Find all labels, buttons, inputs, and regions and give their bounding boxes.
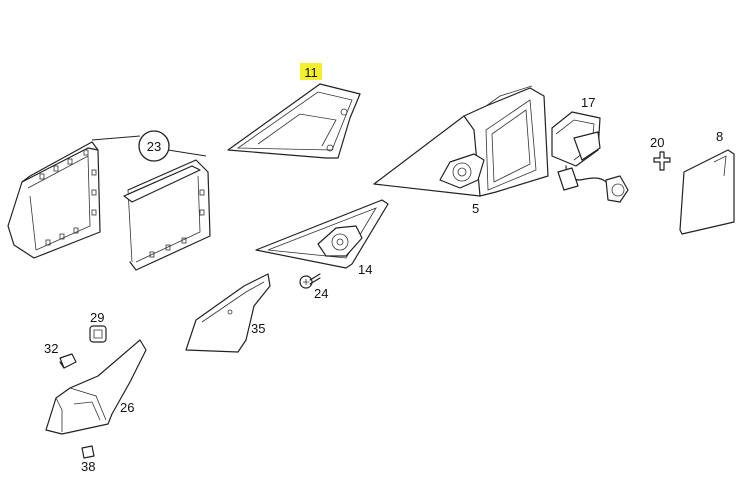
part-35-cover-trim: 35	[185, 273, 271, 353]
part-17-mirror-motor: 17	[551, 95, 629, 203]
part-8-mirror-glass: 8	[679, 129, 735, 235]
part-32-plug: 32	[44, 341, 77, 369]
callout-23-circle	[138, 130, 170, 162]
callout-11-highlight	[300, 63, 322, 80]
callout-5: 5	[472, 201, 479, 216]
callout-26: 26	[120, 400, 134, 415]
callout-24: 24	[314, 286, 328, 301]
part-24-screw: 24	[299, 273, 328, 301]
callout-20: 20	[650, 135, 664, 150]
part-29-clip: 29	[89, 310, 107, 343]
callout-14: 14	[358, 262, 372, 277]
part-11-triangle-trim: 11	[227, 63, 361, 159]
callout-8: 8	[716, 129, 723, 144]
part-14-mirror-base-plate: 14	[255, 199, 389, 277]
part-23-mirror-housing: 23	[7, 130, 211, 271]
callout-17: 17	[581, 95, 595, 110]
callout-23: 23	[147, 139, 161, 154]
part-5-mirror-assembly: 5	[373, 85, 549, 216]
part-38-clip: 38	[81, 445, 95, 474]
callout-29: 29	[90, 310, 104, 325]
part-20-clip: 20	[650, 135, 671, 171]
callout-35: 35	[251, 321, 265, 336]
part-26-lower-cover: 26	[45, 339, 147, 435]
callout-38: 38	[81, 459, 95, 474]
callout-32: 32	[44, 341, 58, 356]
callout-11: 11	[304, 65, 318, 80]
